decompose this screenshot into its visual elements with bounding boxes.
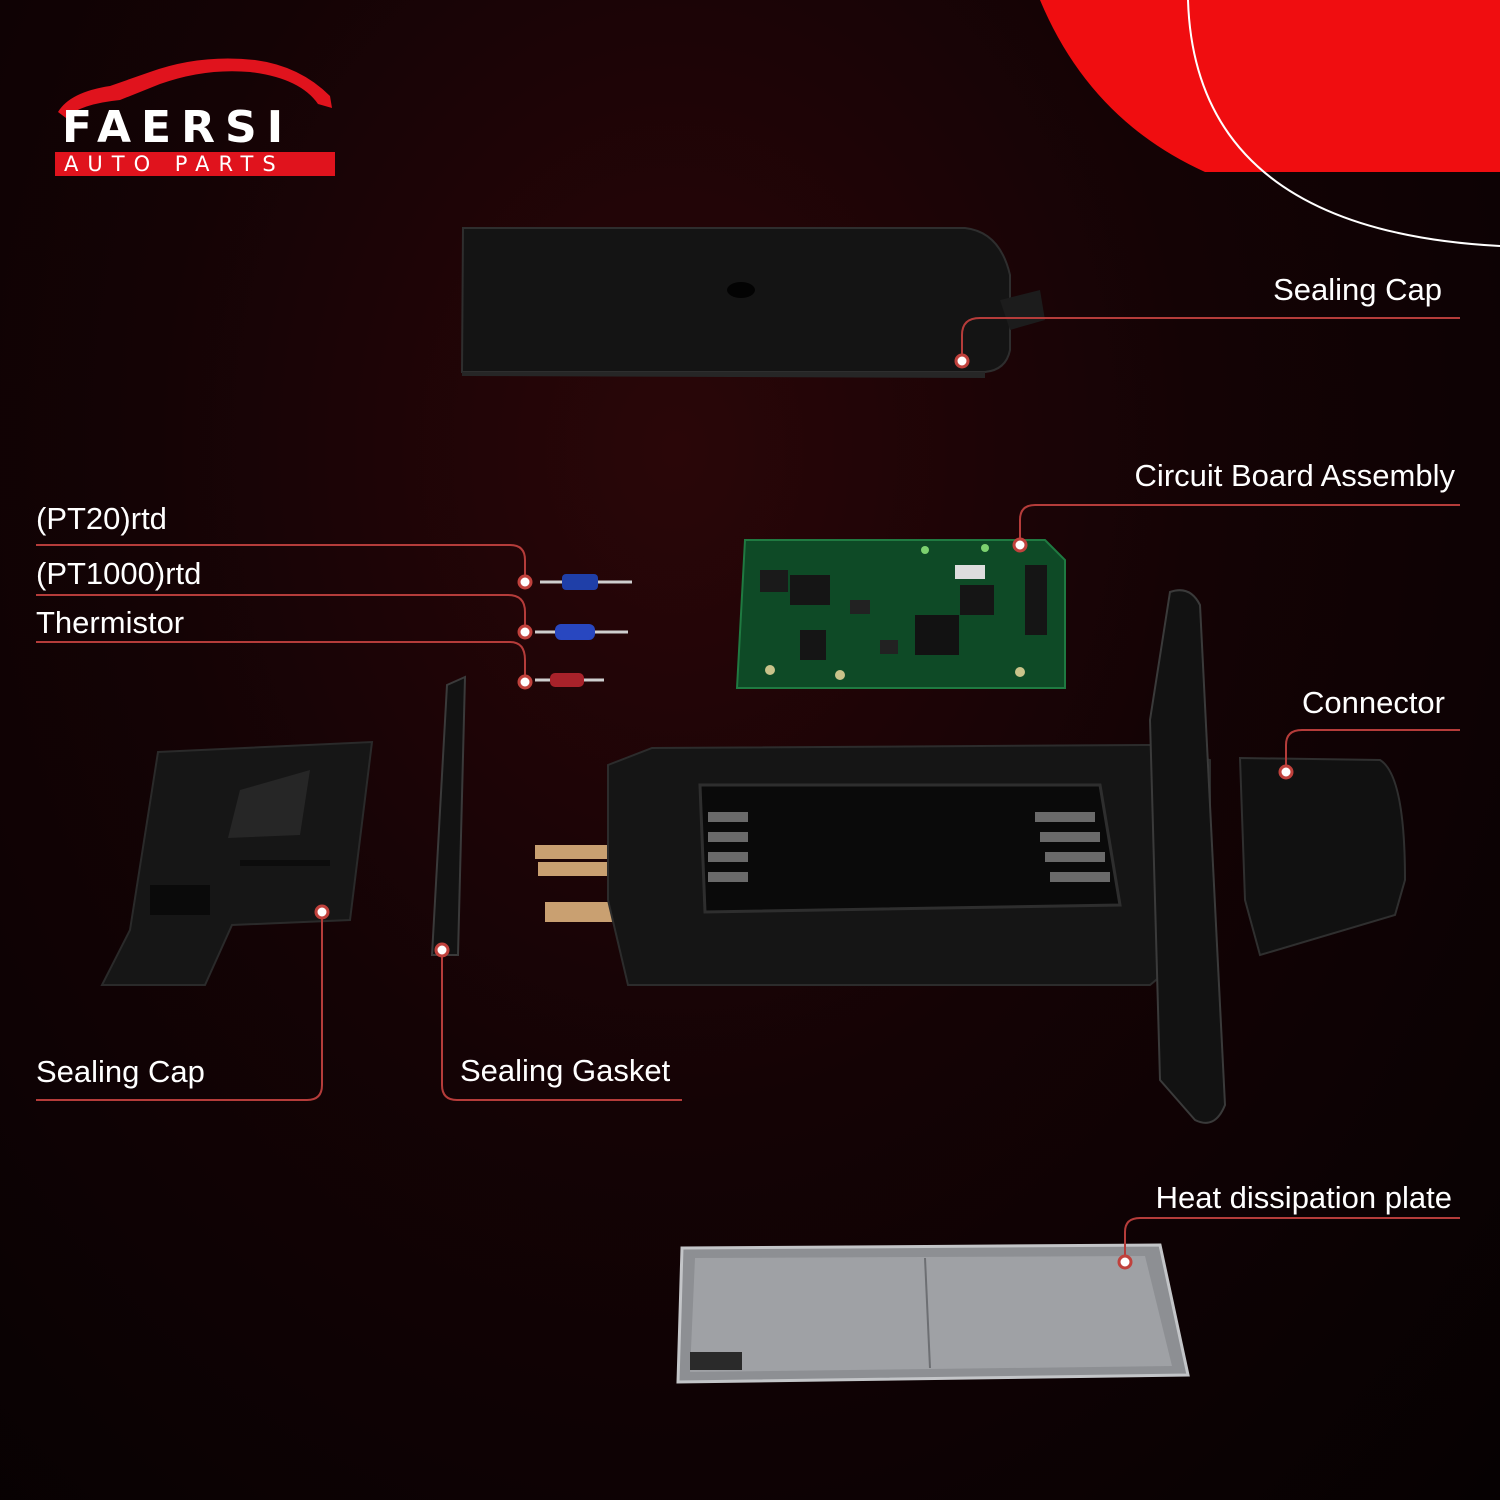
label-sealing-cap-top: Sealing Cap [1273,272,1442,307]
sealing-cap-left-part [100,740,374,986]
thermistor-part [535,673,604,687]
pt1000-rtd-part [535,624,628,640]
label-pt1000-rtd: (PT1000)rtd [36,556,202,591]
sealing-gasket-part [430,675,467,956]
car-logo-icon [58,58,332,118]
circuit-board-part [735,539,1066,689]
callout-dot-thermistor [517,674,533,690]
sealing-cap-top-part [460,227,1045,378]
callout-dot-circuit-board [1012,537,1028,553]
brand-tagline: AUTO PARTS [64,152,285,176]
callout-dot-connector [1278,764,1294,780]
label-connector: Connector [1301,685,1445,720]
label-circuit-board: Circuit Board Assembly [1134,458,1455,493]
label-sealing-cap-left: Sealing Cap [36,1054,205,1089]
callout-dot-sealing-cap-top [954,353,970,369]
label-sealing-gasket: Sealing Gasket [460,1053,671,1088]
label-pt20-rtd: (PT20)rtd [36,501,167,536]
callout-dot-heat-plate [1117,1254,1133,1270]
callout-dots [314,353,1294,1270]
pt20-rtd-part [540,574,632,590]
callout-dot-sealing-gasket [434,942,450,958]
brand-logo-text: FAERSI [62,102,294,153]
callout-lines [36,317,1460,1262]
label-heat-dissipation-plate: Heat dissipation plate [1155,1180,1452,1215]
brand-logo-bar [55,152,335,176]
label-thermistor: Thermistor [36,605,185,640]
callout-dot-sealing-cap-left [314,904,330,920]
red-corner-decoration [1040,0,1500,172]
heat-dissipation-plate-part [676,1243,1190,1384]
callout-dot-pt20 [517,574,533,590]
callout-dot-pt1000 [517,624,533,640]
connector-housing-part [535,589,1407,1124]
white-arc-decoration [1187,0,1500,247]
